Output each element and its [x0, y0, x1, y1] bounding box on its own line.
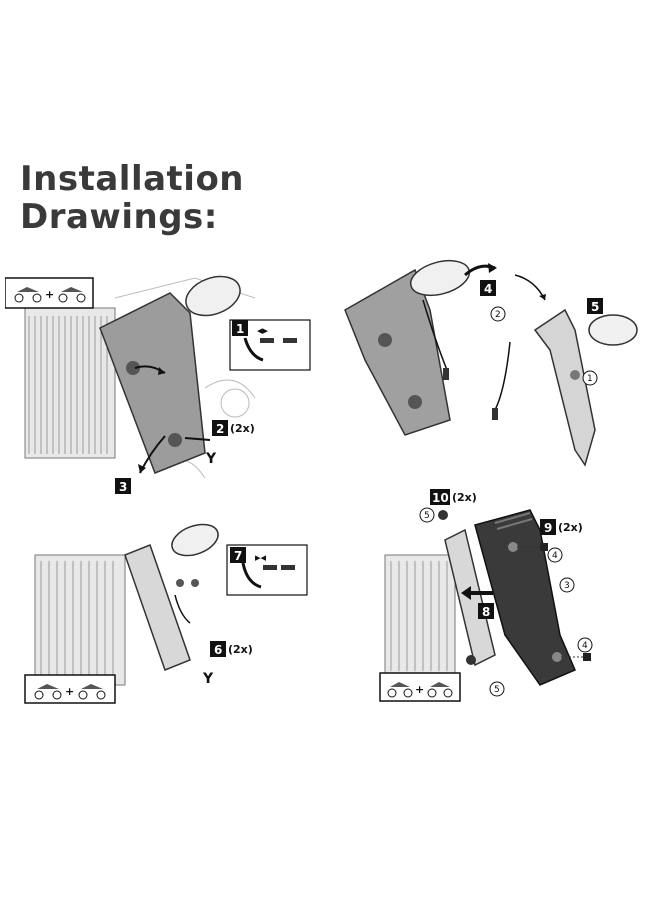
part-callout: 4 [547, 547, 563, 563]
step-5-badge: 5 [587, 298, 603, 314]
motorcycle-icon [34, 684, 62, 700]
part-callout: 5 [489, 681, 505, 697]
motorcycle-icon [78, 684, 106, 700]
indicator-light [171, 523, 219, 557]
drawing-panel-3: ▸◂ 7 6 (2x) Y + [5, 505, 315, 715]
step-6-quantity: (2x) [228, 643, 253, 656]
motorcycle-icon [58, 287, 86, 303]
mount-bracket [124, 544, 191, 671]
part-number: 5 [424, 511, 430, 521]
step-9-quantity: (2x) [558, 521, 583, 534]
part-callout: 5 [419, 507, 435, 523]
part-callout: 4 [577, 637, 593, 653]
step-6-number: 6 [214, 643, 222, 657]
svg-text:◂▸: ◂▸ [257, 324, 269, 337]
step-6-badge: 6 (2x) [210, 641, 253, 657]
step-9-number: 9 [544, 521, 552, 535]
step-1-number: 1 [236, 322, 244, 336]
part-number: 1 [587, 374, 593, 384]
indicator-light [588, 314, 638, 346]
step-10-number: 10 [432, 491, 449, 505]
step-7-number: 7 [234, 549, 242, 563]
part-callout: 3 [559, 577, 575, 593]
step-9-badge: 9 (2x) [540, 519, 583, 535]
part-number: 3 [564, 581, 570, 591]
step-4-badge: 4 [480, 280, 496, 296]
step-8-badge: 8 [478, 603, 494, 619]
drawing-panel-1: + ◂▸ 1 2 (2x) Y 3 [5, 268, 315, 498]
motorcycle-icon [387, 682, 413, 698]
inset-connector-detail: ▸◂ [226, 544, 308, 596]
step-3-number: 3 [119, 480, 127, 494]
svg-text:▸◂: ▸◂ [255, 551, 267, 564]
part-number: 4 [582, 641, 588, 651]
step-2-quantity: (2x) [230, 422, 255, 435]
motorcycle-icon [14, 287, 42, 303]
title-line-1: Installation [20, 159, 245, 199]
step-10-badge: 10 (2x) [430, 489, 477, 505]
mirror-bracket [99, 292, 206, 474]
radiator [24, 307, 116, 459]
step-3-badge: 3 [115, 478, 131, 494]
part-number: 4 [552, 551, 558, 561]
motorcycle-icon-box: + [5, 277, 94, 309]
y-label: Y [202, 671, 214, 687]
indicator-light [185, 275, 241, 317]
drawing-panel-4: 10 (2x) 9 (2x) 8 5 4 3 4 5 [335, 485, 655, 715]
new-bracket [533, 308, 596, 467]
motorcycle-icon-box: + [24, 674, 116, 704]
svg-text:+: + [45, 288, 54, 301]
bracket-left [344, 268, 451, 436]
step-5-number: 5 [591, 300, 599, 314]
step-8-number: 8 [482, 605, 490, 619]
step-10-quantity: (2x) [452, 491, 477, 504]
step-1-badge: 1 [232, 320, 248, 336]
part-callout-2: 2 [490, 306, 506, 322]
motorcycle-icon-box: + [379, 672, 461, 702]
page-title: Installation Drawings: [20, 160, 320, 236]
part-number: 2 [495, 310, 501, 320]
part-callout-1: 1 [582, 370, 598, 386]
step-4-number: 4 [484, 282, 492, 296]
step-2-badge: 2 (2x) [212, 420, 255, 436]
y-label: Y [205, 451, 217, 467]
motorcycle-icon [427, 682, 453, 698]
drawing-panel-2: 4 5 2 1 [335, 250, 655, 480]
part-number: 5 [494, 685, 500, 695]
step-2-number: 2 [216, 422, 224, 436]
svg-text:+: + [415, 683, 424, 696]
radiator [384, 554, 456, 676]
step-7-badge: 7 [230, 547, 246, 563]
title-line-2: Drawings: [20, 197, 218, 237]
radiator [34, 554, 126, 686]
radiator-guard-cover [474, 509, 576, 686]
svg-text:+: + [65, 685, 74, 698]
